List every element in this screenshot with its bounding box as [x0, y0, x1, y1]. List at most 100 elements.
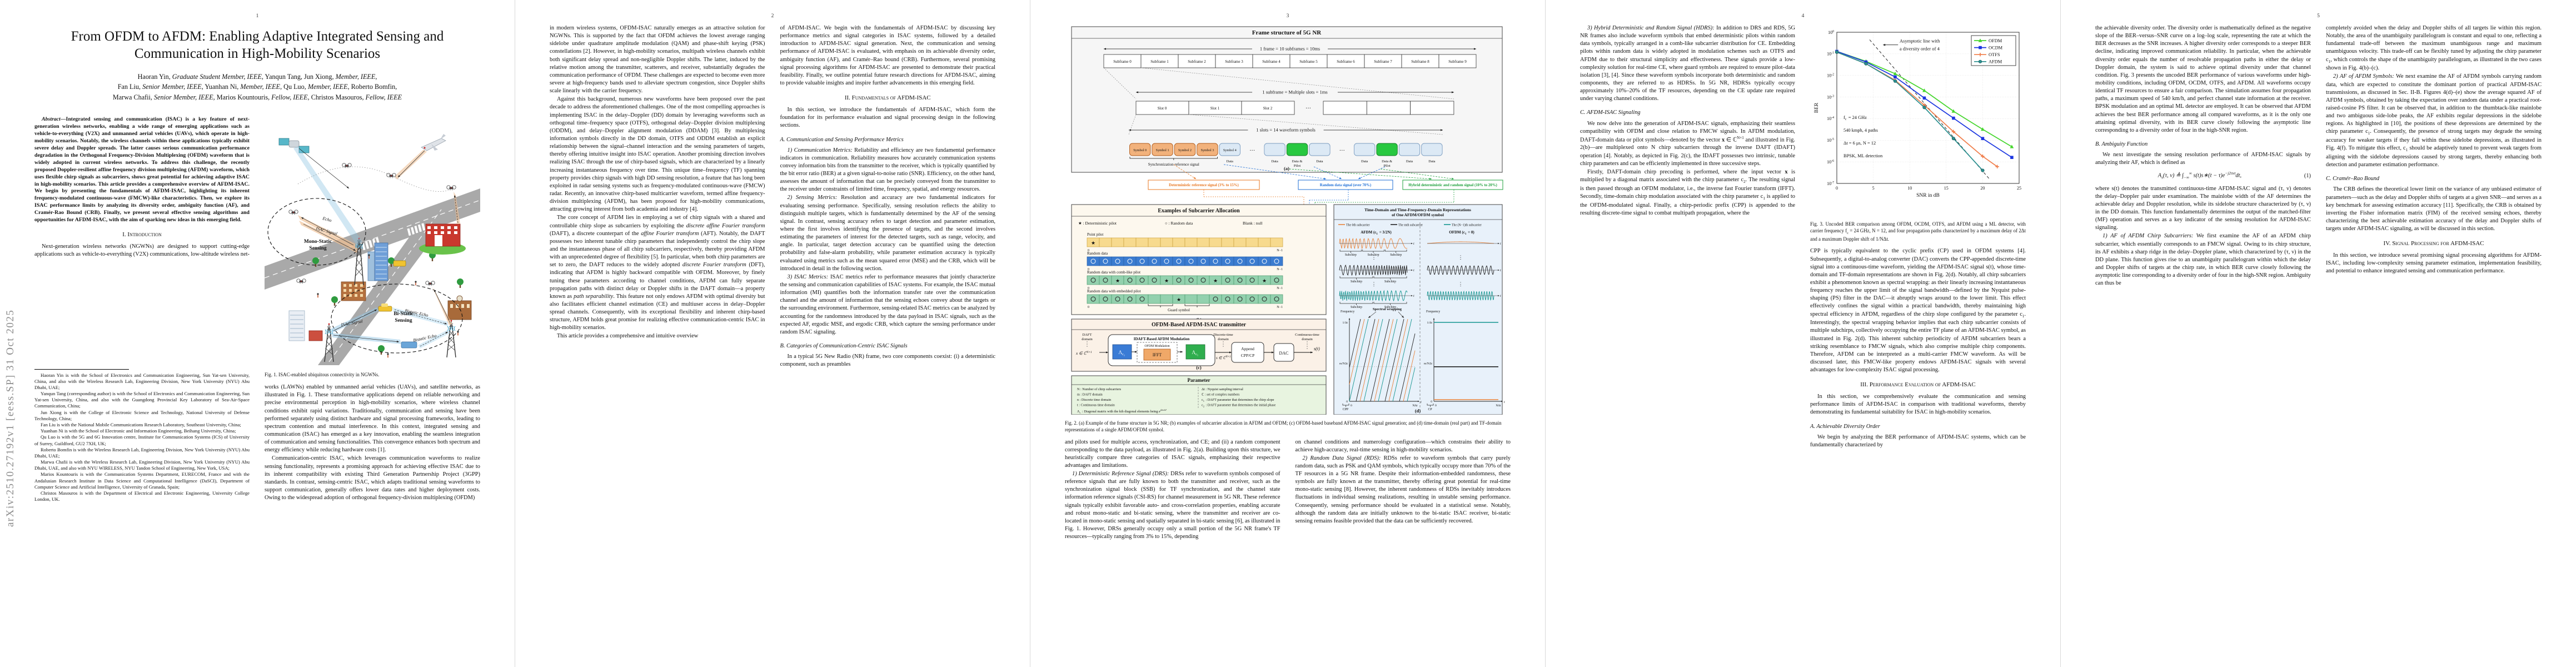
author-line: Haoran Yin, Graduate Student Member, IEE…: [137, 72, 377, 81]
svg-text:c2 : DAFT parameter that dete: c2 : DAFT parameter that determines the …: [1202, 404, 1276, 408]
svg-text:t: t: [1413, 295, 1414, 298]
figure-caption: Fig. 3. Uncoded BER comparison among OFD…: [1810, 221, 2026, 242]
paragraph: Abstract—Integrated sensing and communic…: [34, 116, 250, 223]
footnote: Qu Luo is with the 5G and 6G Innovation …: [34, 434, 250, 446]
svg-text:0: 0: [1431, 400, 1432, 404]
svg-text:Synchronization reference sign: Synchronization reference signal: [1148, 162, 1199, 167]
svg-text:NΔt: NΔt: [1496, 404, 1501, 407]
svg-text:Frequency: Frequency: [1426, 310, 1440, 313]
svg-text:t: t: [1504, 401, 1505, 404]
svg-text:Pilot: Pilot: [1383, 164, 1390, 168]
svg-text:10-5: 10-5: [1827, 138, 1834, 143]
svg-text:(d): (d): [1415, 408, 1421, 414]
svg-text:Subchirp: Subchirp: [1351, 306, 1362, 309]
svg-text:n : Discrete time domain: n : Discrete time domain: [1077, 398, 1111, 402]
author-line: Marwa Chafii, Senior Member, IEEE, Mario…: [112, 93, 402, 102]
svg-text:Subframe 6: Subframe 6: [1337, 59, 1355, 64]
svg-text:OTFS: OTFS: [1989, 52, 2000, 57]
footnote: Marwa Chafii is with the Wireless Resear…: [34, 459, 250, 471]
paragraph: The CRB defines the theoretical lower li…: [2326, 186, 2542, 232]
svg-text:N : Number of chirp subcarrier: N : Number of chirp subcarriers: [1077, 387, 1122, 391]
svg-text:OFDM-Based AFDM-ISAC transmitt: OFDM-Based AFDM-ISAC transmitter: [1152, 322, 1247, 328]
paragraph: and pilots used for multiple access, syn…: [1065, 439, 1280, 469]
svg-text:N−1: N−1: [1277, 249, 1283, 252]
paragraph: 1) AF of AFDM Chirp Subcarriers: We firs…: [2095, 233, 2311, 287]
svg-text:Symbol 2: Symbol 2: [1178, 148, 1192, 152]
svg-text:★: ★: [1262, 278, 1267, 283]
svg-text:Subchirp: Subchirp: [1390, 253, 1402, 257]
page-number: 5: [2317, 13, 2320, 19]
svg-text:N−1: N−1: [1277, 268, 1283, 271]
svg-text:★: ★: [1091, 240, 1095, 246]
footnote-rule: [34, 369, 129, 370]
column-right: of AFDM-ISAC. We begin with the fundamen…: [780, 24, 996, 369]
svg-text:AFDM: AFDM: [1989, 59, 2002, 64]
paragraph: Communication-centric ISAC, which levera…: [265, 455, 480, 501]
svg-text:10-3: 10-3: [1827, 94, 1834, 99]
paragraph: 1) Communication Metrics: Reliability an…: [780, 147, 996, 193]
svg-text:1 frame = 10 subframes = 10ms: 1 frame = 10 subframes = 10ms: [1260, 46, 1320, 52]
svg-text:Λc : Diagonal matrix with the: Λc : Diagonal matrix with the kth diagon…: [1077, 409, 1167, 414]
svg-text:Frame structure of 5G NR: Frame structure of 5G NR: [1252, 29, 1322, 36]
svg-text:The (N−1)th subcarrier: The (N−1)th subcarrier: [1452, 223, 1482, 227]
paragraph: In this section, we comprehensively eval…: [1810, 394, 2026, 416]
svg-text:m/NΔt: m/NΔt: [1424, 362, 1433, 365]
paragraph: The core concept of AFDM lies in employi…: [550, 215, 765, 331]
svg-text:Pilot: Pilot: [1294, 164, 1301, 168]
svg-text:Δt : Nyquist sampling interval: Δt : Nyquist sampling interval: [1202, 387, 1243, 391]
paragraph: 2) Random Data Signal (RDS): RDSs refer …: [1295, 455, 1511, 524]
subsection-heading: A. Achievable Diversity Order: [1810, 423, 1880, 430]
svg-text:⋮: ⋮: [1458, 281, 1463, 287]
footnote: Christos Masouros is with the Department…: [34, 490, 250, 502]
svg-text:Examples of Subcarrier Allocat: Examples of Subcarrier Allocation: [1158, 208, 1240, 214]
section-heading: III. Performance Evaluation of AFDM-ISAC: [1860, 381, 1976, 389]
paragraph: In this section, we introduce several pr…: [2326, 252, 2542, 275]
svg-text:IFFT: IFFT: [1153, 352, 1162, 357]
figure-caption: Fig. 2. (a) Example of the frame structu…: [1065, 420, 1502, 432]
svg-text:Mono-Static: Mono-Static: [304, 239, 332, 245]
svg-text:OFDM (c1 = 0): OFDM (c1 = 0): [1449, 230, 1474, 236]
svg-text:Blank : null: Blank : null: [1243, 221, 1262, 226]
arxiv-watermark: arXiv:2510.27192v1 [eess.SP] 31 Oct 2025: [4, 309, 16, 527]
svg-text:Data &: Data &: [1292, 160, 1303, 163]
svg-text:Data: Data: [1316, 160, 1323, 163]
svg-text:Data: Data: [1406, 160, 1413, 163]
footnote: Yuanhan Ni is with the School of Electro…: [41, 428, 236, 434]
paragraph: the achievable diversity order. The dive…: [2095, 25, 2311, 133]
svg-text:Λc₂: Λc₂: [1119, 350, 1126, 356]
svg-text:Sensing: Sensing: [309, 246, 326, 251]
svg-text:N−1: N−1: [1277, 287, 1283, 290]
svg-text:10-6: 10-6: [1827, 160, 1834, 165]
paragraph: This article provides a comprehensive an…: [557, 333, 699, 340]
author-list: Haoran Yin, Graduate Student Member, IEE…: [34, 72, 480, 103]
svg-text:Random data: Random data: [1087, 251, 1108, 256]
svg-text:Slot 0: Slot 0: [1158, 106, 1167, 111]
paragraph: 2) Sensing Metrics: Resolution and accur…: [780, 195, 996, 272]
column-left: and pilots used for multiple access, syn…: [1065, 439, 1280, 542]
subsection-heading: C. Cramér–Rao Bound: [2326, 176, 2380, 182]
svg-text:Subframe 2: Subframe 2: [1188, 59, 1206, 64]
svg-text:Random data with embedded pilo: Random data with embedded pilot: [1087, 289, 1140, 293]
paragraph: in modern wireless systems, OFDM-ISAC na…: [550, 25, 765, 94]
svg-text:20: 20: [1980, 186, 1985, 191]
svg-text:★: ★: [1115, 278, 1120, 283]
fig2-illustration: Frame structure of 5G NR 1 frame = 10 sub…: [1071, 26, 1505, 415]
svg-text:Asymptotic line with: Asymptotic line with: [1900, 38, 1940, 44]
page-number: 4: [1801, 13, 1805, 19]
paragraph: In a typical 5G New Radio (NR) frame, tw…: [780, 354, 996, 368]
svg-text:DAFT: DAFT: [1083, 333, 1092, 337]
section-heading: II. Fundamentals of AFDM-ISAC: [844, 94, 931, 102]
svg-text:⋮: ⋮: [1372, 255, 1377, 260]
svg-text:100: 100: [1828, 30, 1834, 35]
column-left: Abstract—Integrated sensing and communic…: [34, 116, 250, 502]
paragraph: In this section, we introduce the fundam…: [780, 107, 996, 129]
paragraph: 2) AF of AFDM Symbols: We next examine t…: [2326, 73, 2542, 168]
svg-text:N−1: N−1: [1277, 306, 1283, 309]
footnote: Yanqun Tang (corresponding author) is wi…: [34, 391, 250, 409]
svg-text:m/NΔt: m/NΔt: [1339, 362, 1348, 365]
svg-text:domain: domain: [1082, 337, 1093, 341]
svg-text:Bi-Static: Bi-Static: [393, 311, 413, 317]
svg-text:Random data signal (over 70%): Random data signal (over 70%): [1320, 183, 1371, 187]
